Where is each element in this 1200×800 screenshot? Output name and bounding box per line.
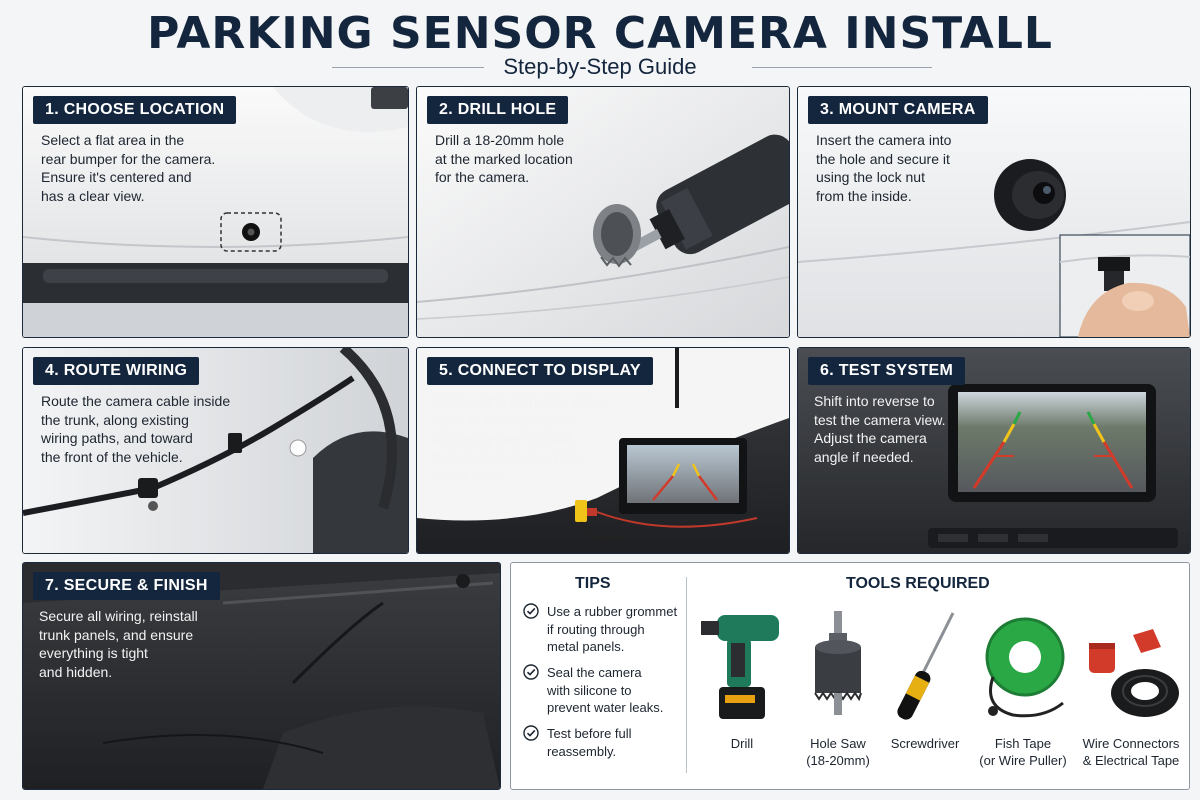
fish-tape-icon <box>985 617 1065 718</box>
tool-drill: Drill <box>697 607 787 782</box>
step-3-badge: 3. MOUNT CAMERA <box>808 96 988 124</box>
step-7-badge: 7. SECURE & FINISH <box>33 572 220 600</box>
tools-title: TOOLS REQUIRED <box>846 575 990 592</box>
step-5-panel: 5. CONNECT TO DISPLAY Connect the camera… <box>416 347 790 554</box>
tips-title: TIPS <box>575 575 611 592</box>
tool-label: Wire Connectors& Electrical Tape <box>1082 736 1180 768</box>
step-1-badge: 1. CHOOSE LOCATION <box>33 96 237 124</box>
tips-tools-divider <box>686 577 687 773</box>
check-circle-icon <box>523 664 539 680</box>
step-2-badge: 2. DRILL HOLE <box>427 96 569 124</box>
tool-hole-saw: Hole Saw(18-20mm) <box>795 607 881 782</box>
tool-label: Hole Saw(18-20mm) <box>806 736 870 768</box>
subtitle-divider-right <box>752 67 932 68</box>
tool-label: Screwdriver <box>890 736 960 751</box>
tool-screwdriver: Screwdriver <box>883 607 967 782</box>
check-circle-icon <box>523 603 539 619</box>
tool-fish-tape: Fish Tape(or Wire Puller) <box>973 607 1073 782</box>
camera-mount-illustration <box>798 87 1190 337</box>
step-1-panel: 1. CHOOSE LOCATION Select a flat area in… <box>22 86 409 338</box>
check-circle-icon <box>523 725 539 741</box>
page-subtitle: Step-by-Step Guide <box>503 54 697 79</box>
trunk-finish-illustration <box>23 563 500 789</box>
step-4-panel: 4. ROUTE WIRING Route the camera cable i… <box>22 347 409 554</box>
step-5-badge: 5. CONNECT TO DISPLAY <box>427 357 653 385</box>
tool-label: Fish Tape(or Wire Puller) <box>979 736 1067 768</box>
step-6-badge: 6. TEST SYSTEM <box>808 357 966 385</box>
dashboard-display-illustration <box>798 348 1190 553</box>
drilling-illustration <box>417 87 789 337</box>
drill-icon <box>701 615 779 719</box>
wire-connectors-icon <box>1089 629 1179 717</box>
screwdriver-icon <box>897 612 955 720</box>
page-title: PARKING SENSOR CAMERA INSTALL <box>147 8 1053 59</box>
step-4-badge: 4. ROUTE WIRING <box>33 357 200 385</box>
step-7-panel: 7. SECURE & FINISH Secure all wiring, re… <box>22 562 501 790</box>
tool-wire-connectors: Wire Connectors& Electrical Tape <box>1077 607 1185 782</box>
hole-saw-icon <box>814 611 862 715</box>
subtitle-divider-left <box>332 67 484 68</box>
tool-label: Drill <box>730 736 754 751</box>
bumper-illustration <box>23 87 408 337</box>
page-header: PARKING SENSOR CAMERA INSTALL Step-by-St… <box>0 0 1200 84</box>
